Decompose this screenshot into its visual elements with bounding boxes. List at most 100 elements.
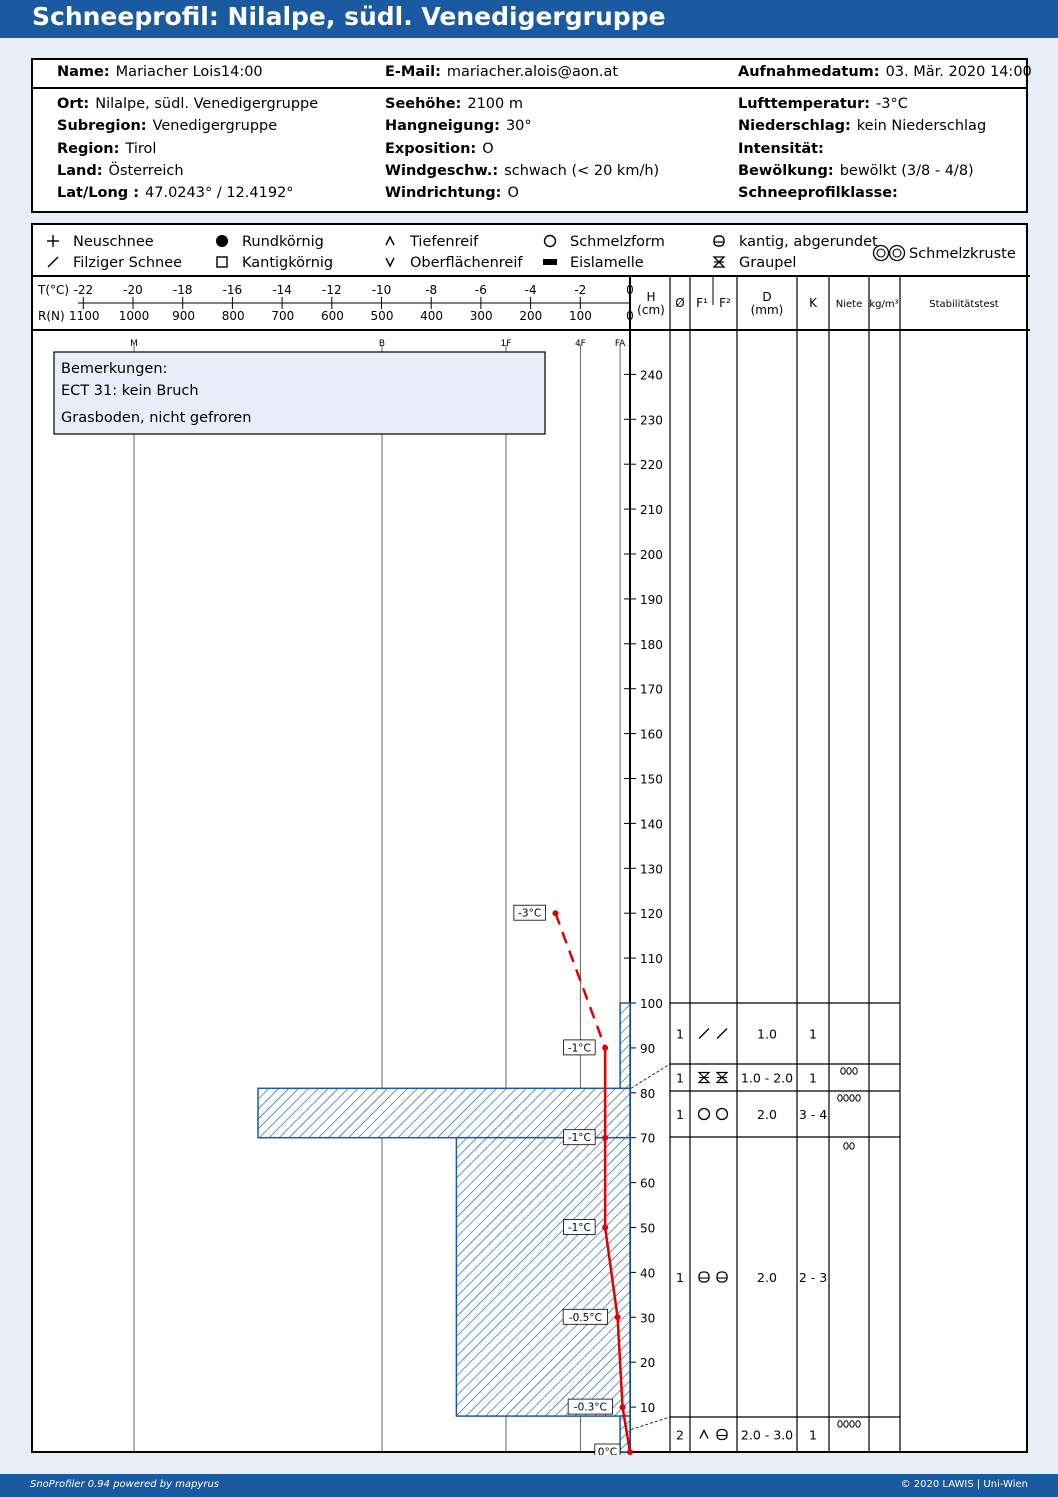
temperature-point [602, 1044, 609, 1051]
legend-label: Kantigkörnig [242, 255, 333, 271]
temperature-tag [513, 904, 546, 921]
filled-circle-icon [216, 235, 228, 247]
profile-info-panel: Name:Mariacher Lois14:00 E-Mail:mariache… [31, 58, 1032, 213]
temperature-line [603, 1047, 632, 1453]
niete-mark [843, 1094, 849, 1102]
height-label: 80 [640, 1087, 655, 1101]
height-label: 220 [640, 458, 663, 472]
niete-mark [855, 1420, 861, 1428]
height-label: 190 [640, 593, 663, 607]
ring-b [888, 244, 906, 262]
temperature-point [614, 1314, 621, 1321]
height-label: 110 [640, 952, 663, 966]
niete-mark [840, 1067, 846, 1075]
axis-r-tick: 200 [519, 309, 542, 323]
hardness-block [619, 1002, 631, 1090]
niete-marks: oo [843, 1142, 855, 1150]
square [216, 256, 228, 268]
cell-k: 1 [809, 1071, 817, 1086]
rounded-square-icon [698, 1271, 710, 1283]
latlong-field: Lat/Long :47.0243° / 12.4192° [57, 185, 294, 201]
axis-t-tick: -2 [574, 283, 586, 297]
hardness-label: B [379, 339, 385, 349]
hdr-k: K [809, 296, 818, 310]
niete-mark [846, 1067, 852, 1075]
rounded-square-icon [713, 235, 725, 247]
table-row: 11.0 - 2.01ooo [676, 1067, 858, 1086]
height-label: 170 [640, 683, 663, 697]
temperature-point [619, 1404, 626, 1411]
height-label: 10 [640, 1401, 655, 1415]
niete-mark [837, 1420, 843, 1428]
rsquare [713, 235, 725, 247]
header-divider [33, 87, 1026, 89]
legend-label: Schmelzkruste [909, 246, 1016, 262]
hdr-f2: F² [719, 296, 731, 310]
temperature-label: -0.5°C [569, 1312, 602, 1324]
cell-k: 3 - 4 [799, 1107, 827, 1122]
legend-label: Tiefenreif [409, 234, 479, 250]
hangneigung-field: Hangneigung:30° [385, 118, 532, 134]
cell-d: 2.0 [757, 1107, 777, 1122]
niete-mark [837, 1094, 843, 1102]
axis-t-tick: -20 [123, 283, 143, 297]
axis-r-tick: 600 [321, 309, 344, 323]
hardness-label: M [130, 339, 138, 349]
cell-d: 2.0 [757, 1270, 777, 1285]
temperature-line-dashed [554, 912, 607, 1049]
seehoehe-field: Seehöhe:2100 m [385, 96, 523, 112]
ring-a [872, 244, 890, 262]
axis-r-tick: 100 [569, 309, 592, 323]
h-label: H [646, 290, 655, 304]
temperature-label: -1°C [568, 1222, 591, 1234]
temperature-point [627, 1449, 633, 1455]
axis-r-tick: 500 [371, 309, 394, 323]
bewoelkung-field: Bewölkung:bewölkt (3/8 - 4/8) [738, 163, 974, 179]
cell-d: 1.0 [757, 1027, 777, 1042]
temperature-tag [563, 1219, 596, 1235]
niete-mark [849, 1420, 855, 1428]
hdr-d: D [762, 290, 771, 304]
bar-icon [543, 259, 557, 265]
axis-t-tick: -4 [525, 283, 537, 297]
layer-leader [630, 1416, 671, 1430]
hdr-d-unit: (mm) [751, 303, 784, 317]
height-label: 200 [640, 548, 663, 562]
circle-icon [715, 1107, 729, 1121]
ring-b-inner [892, 248, 902, 258]
axis-t-tick: -8 [425, 283, 437, 297]
height-label: 150 [640, 773, 663, 787]
hdr-f1: F¹ [696, 296, 708, 310]
height-label: 100 [640, 997, 663, 1011]
graupel-icon [697, 1071, 711, 1084]
name-field: Name:Mariacher Lois14:00 [57, 64, 263, 80]
height-label: 240 [640, 368, 663, 382]
plus-icon [47, 235, 59, 247]
height-label: 130 [640, 862, 663, 876]
legend-label: Neuschnee [73, 234, 154, 250]
axis-r-tick: 800 [222, 309, 245, 323]
legend-label: kantig, abgerundet [739, 234, 878, 250]
axis-t-tick: -10 [372, 283, 392, 297]
niete-marks: ooo [840, 1067, 858, 1075]
hardness-label: FA [615, 339, 626, 349]
melt-crust-icon [872, 244, 906, 262]
table-row: 12.02 - 3oo [676, 1142, 855, 1285]
axis-t-label: T(°C) [37, 283, 69, 297]
height-label: 140 [640, 817, 663, 831]
height-label: 30 [640, 1311, 655, 1325]
axis-r-tick: 700 [271, 309, 294, 323]
subregion-field: Subregion:Venedigergruppe [57, 118, 278, 134]
height-label: 90 [640, 1042, 655, 1056]
temperature-label: -0.3°C [574, 1402, 607, 1414]
schneeprofilklasse-field: Schneeprofilklasse: [738, 185, 898, 201]
temperature-tag [563, 1039, 596, 1056]
temperature-point [602, 1224, 609, 1231]
hdr-density: kg/m³ [869, 299, 898, 310]
dot [216, 235, 228, 247]
axis-t-tick: -16 [223, 283, 243, 297]
remarks-title: Bemerkungen: [61, 361, 167, 377]
axis-r-tick: 1000 [119, 309, 150, 323]
